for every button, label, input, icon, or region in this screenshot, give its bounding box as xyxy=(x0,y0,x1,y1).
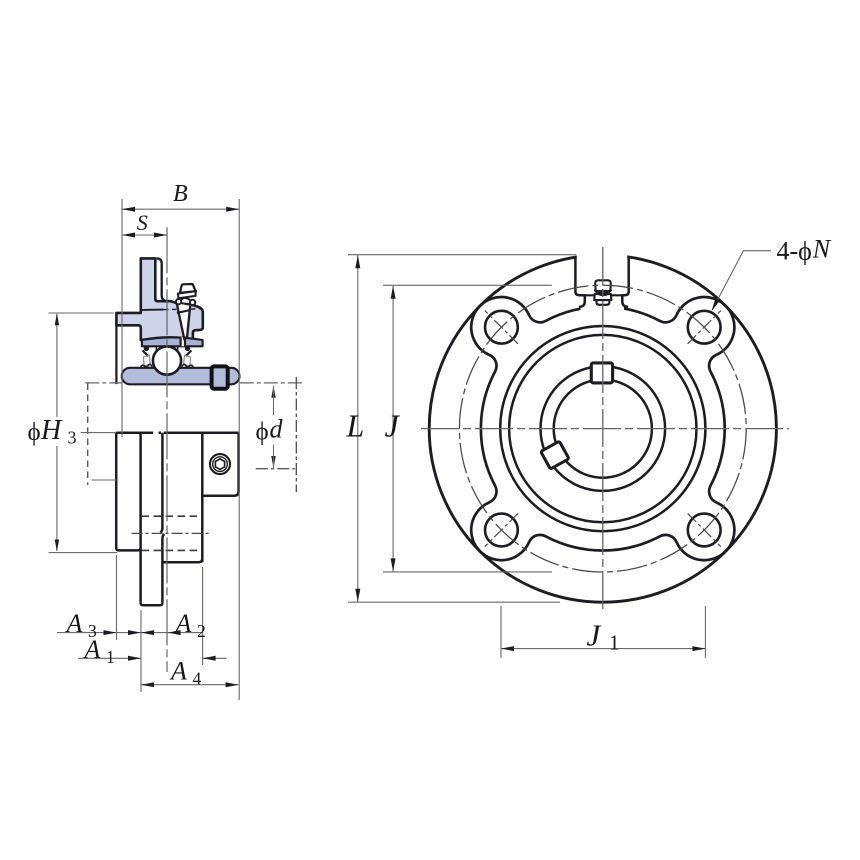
svg-text:A: A xyxy=(83,635,101,664)
svg-text:3: 3 xyxy=(68,428,77,448)
svg-text:d: d xyxy=(270,415,284,444)
svg-text:3: 3 xyxy=(88,621,97,641)
svg-text:A: A xyxy=(169,657,187,686)
svg-text:L: L xyxy=(346,407,365,443)
svg-text:N: N xyxy=(812,235,832,264)
svg-text:1: 1 xyxy=(609,631,620,655)
svg-text:A: A xyxy=(174,609,192,638)
svg-text:ϕ: ϕ xyxy=(28,419,41,446)
svg-text:S: S xyxy=(137,210,148,235)
svg-text:1: 1 xyxy=(106,647,115,667)
svg-text:ϕ: ϕ xyxy=(256,419,269,446)
svg-text:B: B xyxy=(173,181,188,207)
svg-text:4-ϕ: 4-ϕ xyxy=(777,237,812,266)
svg-text:A: A xyxy=(65,609,83,638)
svg-text:J: J xyxy=(587,618,602,653)
svg-text:4: 4 xyxy=(193,669,202,689)
svg-text:H: H xyxy=(40,415,63,446)
svg-text:J: J xyxy=(385,407,401,443)
svg-text:2: 2 xyxy=(197,621,206,641)
